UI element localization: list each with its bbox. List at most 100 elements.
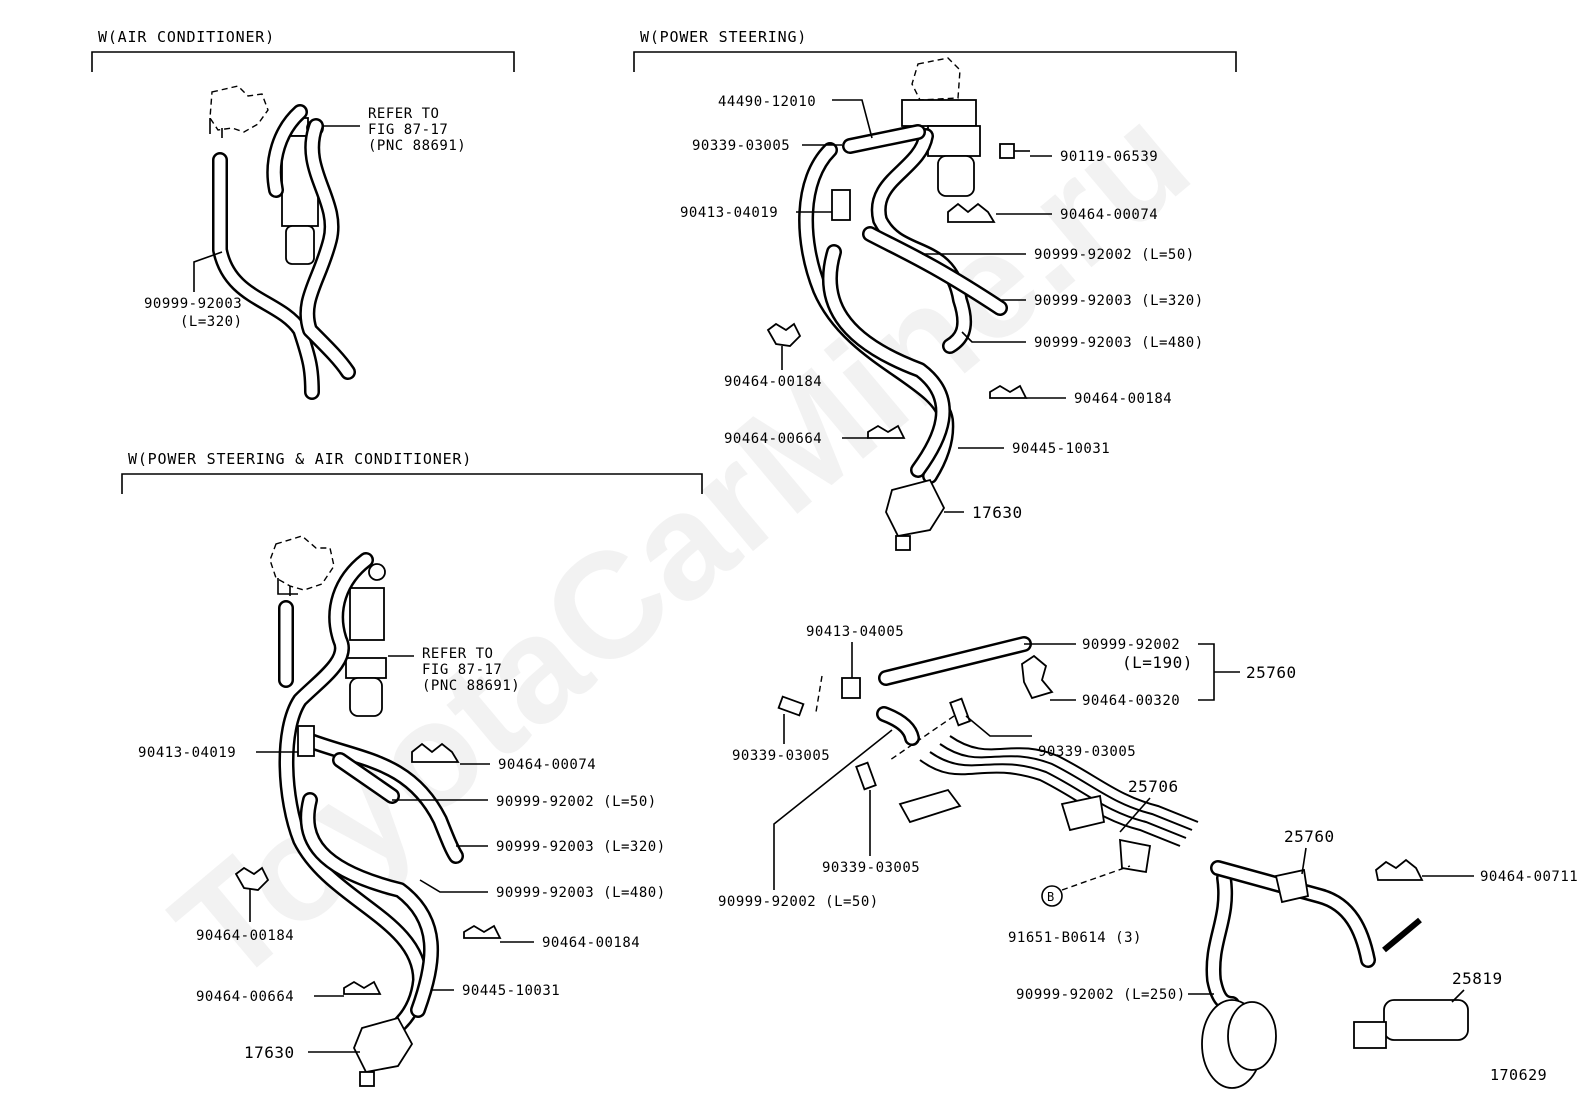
dash-connector	[1061, 865, 1131, 891]
leader	[961, 331, 1026, 343]
bolt-head	[999, 143, 1015, 159]
label-90464-00074: 90464-00074	[1060, 207, 1158, 223]
label-25760-b: 25760	[1284, 827, 1335, 846]
label-90413-04019: 90413-04019	[680, 205, 778, 221]
label-refer-2: FIG 87-17	[422, 662, 502, 678]
label-25706: 25706	[1128, 777, 1179, 796]
clip-icon	[989, 384, 1028, 399]
label-l190: (L=190)	[1122, 653, 1193, 672]
clip-icon	[1375, 858, 1424, 881]
label-90999-92002-l50: 90999-92002 (L=50)	[718, 894, 879, 910]
clip-icon	[766, 322, 802, 347]
label-refer-3: (PNC 88691)	[422, 678, 520, 694]
label-90445-10031: 90445-10031	[462, 983, 560, 999]
hose-clip	[1274, 868, 1310, 904]
label-90999-92003-l480: 90999-92003 (L=480)	[1034, 335, 1204, 351]
label-90464-00184: 90464-00184	[196, 928, 294, 944]
label-90445-10031: 90445-10031	[1012, 441, 1110, 457]
valve-canister	[937, 155, 975, 197]
leader	[1301, 847, 1307, 875]
clip-icon	[1021, 654, 1054, 700]
section-power-steering: W(POWER STEERING) 44490-12010 90	[633, 28, 1237, 551]
vsv-canister	[285, 225, 315, 265]
dash-connector	[815, 675, 823, 713]
label-90999-92002-l50: 90999-92002 (L=50)	[1034, 247, 1195, 263]
vsv-body	[349, 587, 385, 641]
label-90339-03005-c: 90339-03005	[822, 860, 920, 876]
sensor-body	[885, 478, 946, 538]
label-90119-06539: 90119-06539	[1060, 149, 1158, 165]
valve-body	[927, 125, 981, 157]
label-refer-1: REFER TO	[422, 646, 493, 662]
label-90999-92002-l50: 90999-92002 (L=50)	[496, 794, 657, 810]
section-bracket	[121, 473, 703, 494]
section-bracket	[91, 51, 515, 72]
pipe-3	[939, 743, 1193, 831]
clip-icon	[234, 866, 270, 891]
label-17630: 17630	[972, 503, 1023, 522]
section-air-conditioner: W(AIR CONDITIONER) REFER TO FIG 87-17 (P…	[91, 28, 515, 400]
figure-number: 170629	[1490, 1066, 1547, 1084]
sensor-tip	[895, 535, 911, 551]
bracket-outline	[209, 85, 269, 133]
section-ps-and-ac: W(POWER STEERING & AIR CONDITIONER) REFE…	[121, 450, 703, 1087]
label-90464-00664: 90464-00664	[196, 989, 294, 1005]
bracket-outline	[269, 535, 335, 591]
label-90999-92003-l320: 90999-92003 (L=320)	[496, 839, 666, 855]
pipe-1	[919, 759, 1181, 847]
diaphragm-inner	[1227, 1001, 1277, 1071]
section-vacuum-pipes: B 90413-04005 90999-92002 (L=190) 25760 …	[718, 624, 1578, 1089]
vsv-canister	[349, 677, 383, 717]
valve-top	[901, 99, 977, 127]
fitting-icon	[368, 563, 386, 581]
bracket-25760	[1198, 643, 1240, 701]
tee-fitting	[841, 677, 861, 699]
leader	[965, 715, 1032, 737]
section-title-ps-and-ac: W(POWER STEERING & AIR CONDITIONER)	[128, 450, 472, 468]
vsv-lower	[345, 657, 387, 679]
label-90339-03005-b: 90339-03005	[1038, 744, 1136, 760]
sensor-body	[353, 1016, 414, 1074]
label-90464-00074: 90464-00074	[498, 757, 596, 773]
label-90999-92002-l250: 90999-92002 (L=250)	[1016, 987, 1186, 1003]
leader	[1451, 989, 1465, 1003]
bracket-legs	[209, 118, 223, 138]
label-90413-04019: 90413-04019	[138, 745, 236, 761]
bracket-legs	[277, 578, 298, 596]
pipe-2	[929, 751, 1187, 839]
clip-icon	[463, 924, 502, 939]
leader	[419, 879, 488, 893]
label-25819: 25819	[1452, 969, 1503, 988]
label-91651-b0614: 91651-B0614 (3)	[1008, 930, 1142, 946]
tee-fitting	[831, 189, 851, 221]
pipe-4	[949, 735, 1199, 823]
label-hose-length: (L=320)	[180, 314, 243, 330]
label-90413-04005: 90413-04005	[806, 624, 904, 640]
clip-icon	[411, 742, 460, 763]
vsv-25819	[1383, 999, 1469, 1041]
label-90464-00184-b: 90464-00184	[542, 935, 640, 951]
label-90464-00664: 90464-00664	[724, 431, 822, 447]
label-refer-2: FIG 87-17	[368, 122, 448, 138]
label-90464-00184-b: 90464-00184	[1074, 391, 1172, 407]
sensor-tip	[359, 1071, 375, 1087]
section-title-air-conditioner: W(AIR CONDITIONER)	[98, 28, 275, 46]
label-90464-00711: 90464-00711	[1480, 869, 1578, 885]
label-90999-92003-l320: 90999-92003 (L=320)	[1034, 293, 1204, 309]
label-90464-00320: 90464-00320	[1082, 693, 1180, 709]
leader	[832, 99, 873, 139]
vsv-bracket	[1353, 1021, 1387, 1049]
label-90464-00184: 90464-00184	[724, 374, 822, 390]
valve-bracket-outline	[911, 57, 961, 101]
pipe-clamp	[1119, 838, 1152, 874]
pipe-bracket	[898, 788, 962, 824]
label-90339-03005: 90339-03005	[692, 138, 790, 154]
label-90999-92003-l480: 90999-92003 (L=480)	[496, 885, 666, 901]
section-title-power-steering: W(POWER STEERING)	[640, 28, 807, 46]
section-bracket	[633, 51, 1237, 72]
pipe-clamp	[1060, 794, 1106, 832]
plug	[949, 697, 971, 727]
label-hose-part: 90999-92003	[144, 296, 242, 312]
label-44490-12010: 44490-12010	[718, 94, 816, 110]
